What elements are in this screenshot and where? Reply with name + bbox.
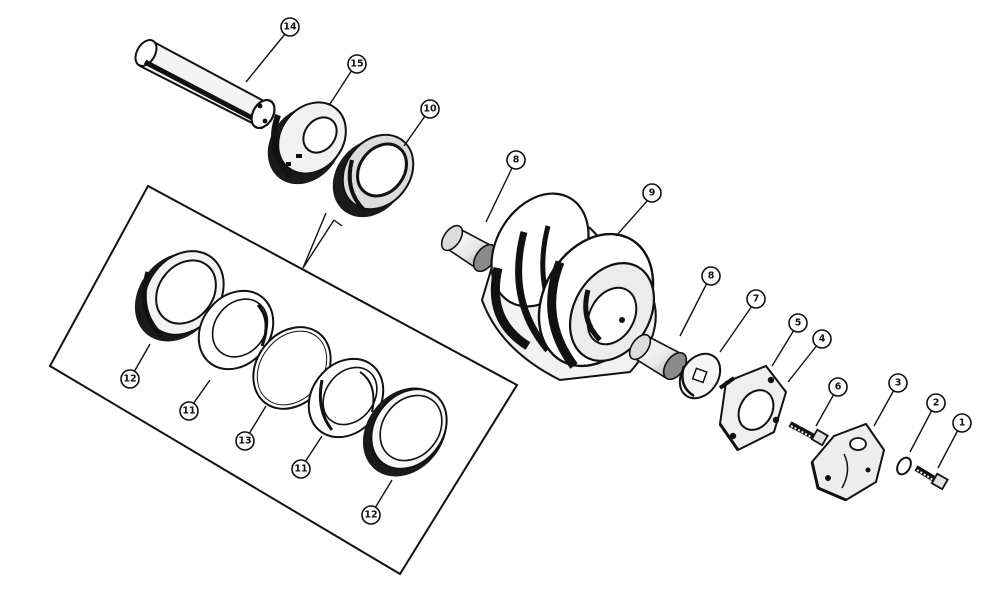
svg-text:14: 14 [283, 22, 297, 33]
svg-text:4: 4 [819, 334, 826, 345]
callout-5: 5 [788, 313, 808, 333]
callout-7: 7 [746, 289, 766, 309]
svg-text:8: 8 [708, 271, 715, 282]
svg-text:15: 15 [350, 59, 363, 70]
roller-body-part [480, 192, 657, 382]
thrust-washer-part [678, 352, 722, 400]
svg-text:9: 9 [649, 188, 656, 199]
callout-12-upper: 12 [120, 369, 140, 389]
svg-text:7: 7 [753, 294, 760, 305]
svg-text:11: 11 [182, 406, 195, 417]
callout-14: 14 [280, 17, 300, 37]
callout-13: 13 [235, 431, 255, 451]
svg-text:1: 1 [959, 418, 966, 429]
shaft-part [134, 38, 276, 130]
svg-text:13: 13 [238, 436, 251, 447]
callout-3: 3 [888, 373, 908, 393]
seal-ring-upper [134, 250, 225, 342]
callout-11-left: 11 [179, 401, 199, 421]
callout-6: 6 [828, 377, 848, 397]
svg-text:10: 10 [423, 104, 437, 115]
svg-text:3: 3 [895, 378, 902, 389]
leader-lines [133, 33, 959, 509]
callout-2: 2 [926, 393, 946, 413]
svg-text:11: 11 [294, 464, 307, 475]
callout-15: 15 [347, 54, 367, 74]
svg-text:8: 8 [513, 155, 520, 166]
svg-text:5: 5 [795, 318, 802, 329]
seal-group-inset [48, 184, 519, 576]
cap-screw-part [914, 465, 949, 491]
retainer-block-part [810, 422, 886, 502]
callout-9: 9 [642, 183, 662, 203]
callout-10: 10 [420, 99, 440, 119]
seal-ring-lower [362, 387, 448, 477]
end-plate-part [718, 364, 788, 452]
callout-12-lower: 12 [361, 505, 381, 525]
bolt-part [788, 421, 829, 447]
collar-part [267, 101, 347, 185]
bearing-cone-right [307, 357, 385, 439]
callout-8-lower: 8 [701, 266, 721, 286]
svg-text:6: 6 [835, 382, 842, 393]
callout-4: 4 [812, 329, 832, 349]
seal-group-part [332, 133, 415, 218]
callout-11-right: 11 [291, 459, 311, 479]
lock-washer-part [896, 456, 912, 476]
bushing-lower-part [628, 333, 688, 381]
svg-text:12: 12 [364, 510, 377, 521]
callout-1: 1 [952, 413, 972, 433]
svg-text:2: 2 [933, 398, 940, 409]
svg-text:12: 12 [123, 374, 136, 385]
callout-8-upper: 8 [506, 150, 526, 170]
